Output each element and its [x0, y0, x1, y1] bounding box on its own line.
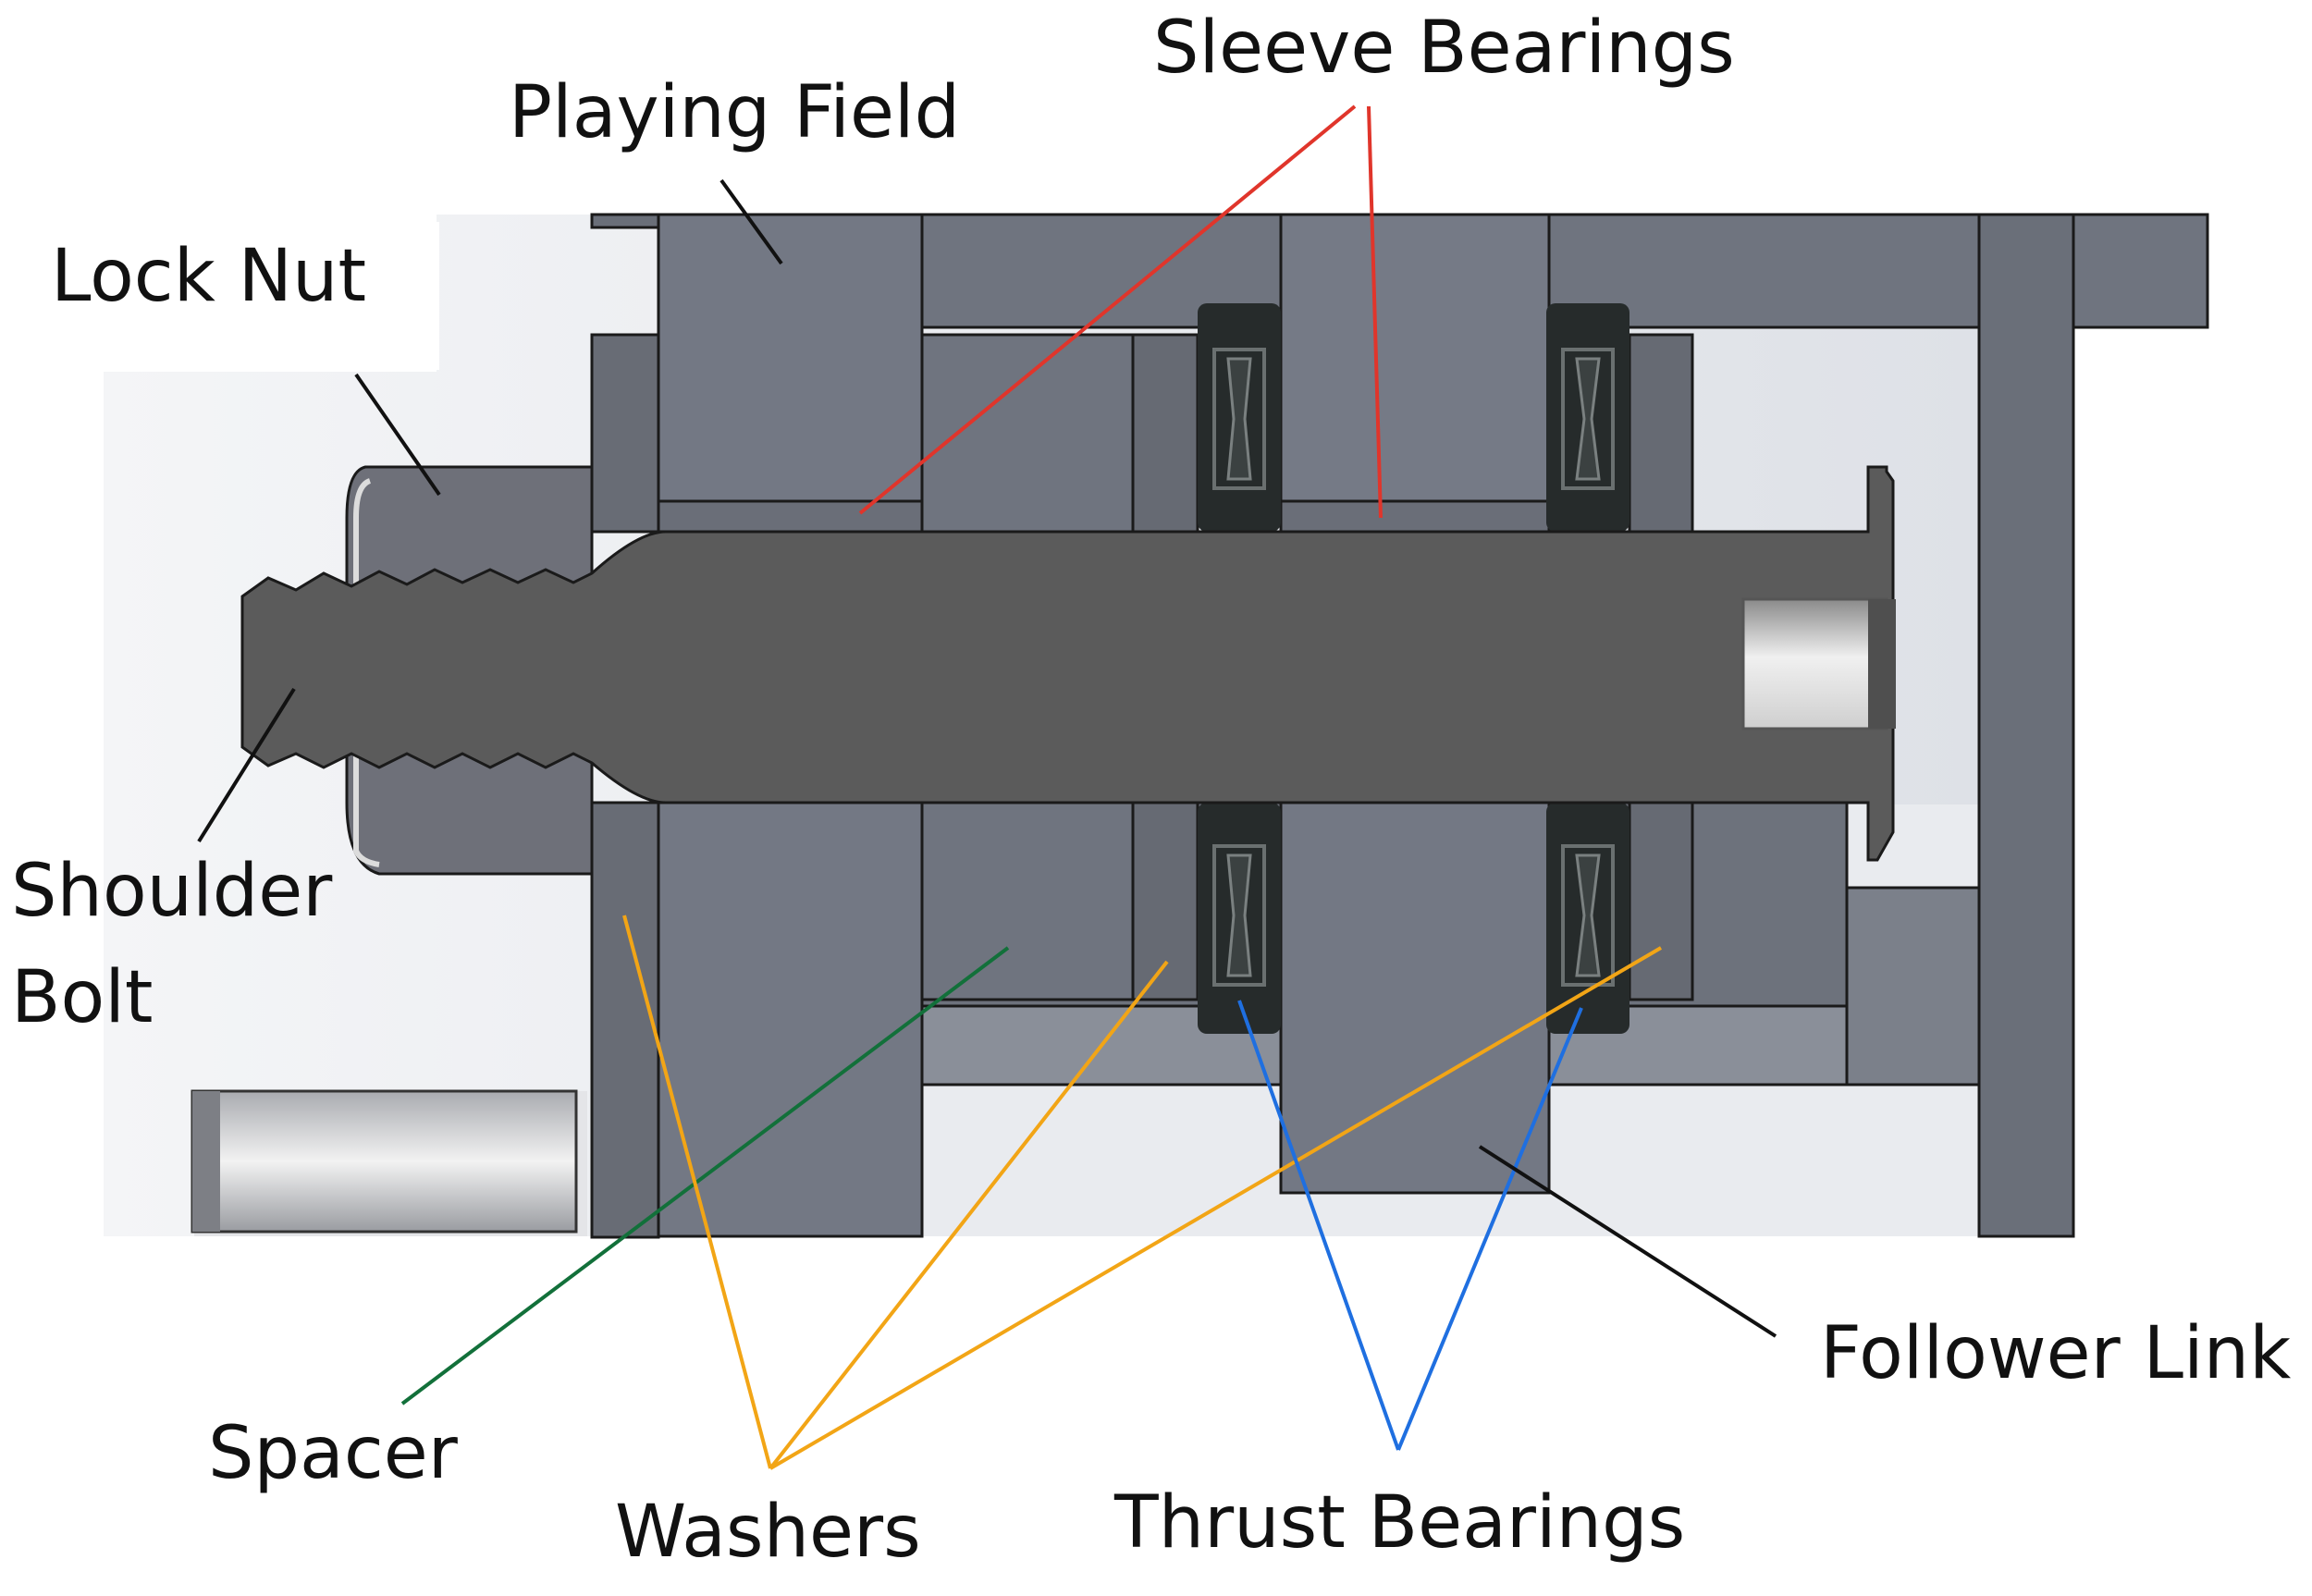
leader-playing-field — [719, 178, 783, 265]
thrust-bearing-upper-left — [1198, 303, 1281, 532]
label-washers: Washers — [615, 1491, 921, 1574]
thrust-bearing-lower-left — [1198, 803, 1281, 1034]
thrust-bearing-lower-right — [1546, 803, 1629, 1034]
leader-sleeve-bearing-right — [1367, 105, 1383, 519]
label-follower-link: Follower Link — [1820, 1312, 2291, 1395]
thrust-bearing-upper-right — [1546, 303, 1629, 532]
label-lock-nut-backdrop — [28, 222, 439, 370]
leader-lines — [197, 104, 1777, 1470]
thrust-bearings — [1198, 303, 1629, 1034]
dowel-pin — [191, 1089, 578, 1234]
leader-washer-middle — [769, 960, 1169, 1470]
leader-washer-left — [622, 915, 772, 1469]
label-shoulder-bolt-line1: Shoulder — [11, 850, 333, 933]
leader-shoulder-bolt — [197, 687, 296, 843]
follower-link — [1279, 213, 1551, 1195]
label-spacer: Spacer — [208, 1412, 459, 1495]
label-sleeve-bearings: Sleeve Bearings — [1153, 6, 1735, 90]
label-shoulder-bolt-line2: Bolt — [11, 956, 154, 1039]
leader-spacer — [400, 946, 1010, 1406]
leader-follower-link — [1478, 1145, 1777, 1338]
callout-labels: Sleeve Bearings Playing Field Lock Nut S… — [11, 6, 2291, 1574]
label-lock-nut: Lock Nut — [51, 235, 366, 318]
leader-sleeve-bearing-left — [858, 104, 1357, 515]
label-playing-field: Playing Field — [509, 71, 960, 154]
label-thrust-bearings: Thrust Bearings — [1113, 1481, 1685, 1565]
leader-thrust-bearing-right — [1396, 1007, 1583, 1451]
leader-washer-right — [769, 946, 1663, 1470]
shoulder-bolt — [240, 465, 1896, 862]
leader-thrust-bearing-left — [1237, 1000, 1400, 1451]
spacer — [920, 333, 1135, 1001]
leader-lock-nut — [354, 373, 441, 497]
